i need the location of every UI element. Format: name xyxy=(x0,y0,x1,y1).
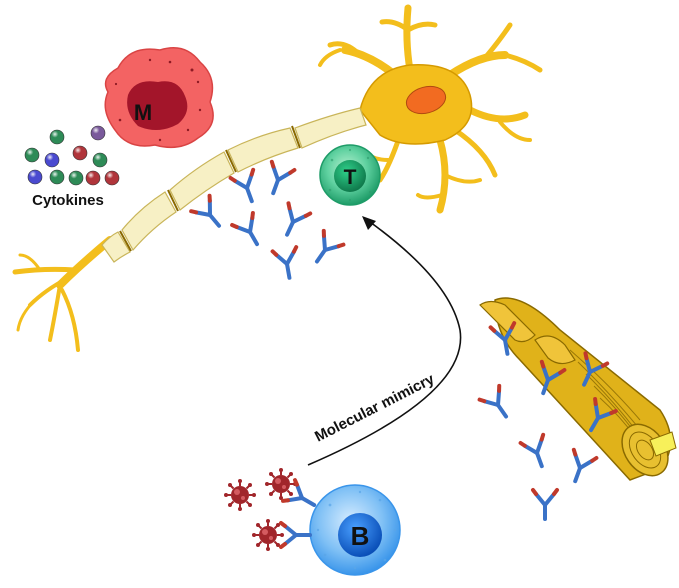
antibody-icon xyxy=(518,432,556,473)
t-cell-label: T xyxy=(344,166,357,189)
antibody-icon xyxy=(477,383,518,426)
cytokine-highlights xyxy=(25,126,119,185)
antibody-icon xyxy=(259,159,297,200)
myelin-sheath xyxy=(101,107,367,263)
mimicry-arrow xyxy=(307,216,462,466)
antibody-icon xyxy=(561,447,599,488)
nodes-of-ranvier xyxy=(119,125,301,252)
virus-icon xyxy=(264,467,298,501)
axon-terminal xyxy=(12,236,114,352)
macrophage: M xyxy=(104,47,214,149)
neuron xyxy=(12,4,543,352)
t-cell-nucleus xyxy=(334,160,366,192)
molecular-mimicry-label: Molecular mimicry xyxy=(312,370,438,445)
antibody-icon xyxy=(189,193,231,236)
neuron-nucleus xyxy=(405,85,447,115)
antibody-icon xyxy=(305,228,346,271)
virus-icon xyxy=(223,478,257,512)
antibody-icon xyxy=(270,245,304,282)
b-cell-label: B xyxy=(351,521,370,551)
antibody-icon xyxy=(279,521,312,549)
b-cell: B xyxy=(279,478,401,576)
arrow-head-icon xyxy=(362,216,376,230)
muscle-fiber xyxy=(479,297,677,481)
viruses xyxy=(223,467,298,552)
antibody-icon xyxy=(230,211,270,253)
macrophage-label: M xyxy=(134,100,152,125)
antibody-icon xyxy=(228,167,266,208)
antibody-icon xyxy=(531,488,559,521)
cytokines-label: Cytokines xyxy=(32,192,104,209)
macrophage-nucleus xyxy=(127,81,188,131)
antibody-icon xyxy=(274,201,313,242)
t-cell: T xyxy=(319,144,381,206)
b-cell-nucleus xyxy=(338,513,382,557)
